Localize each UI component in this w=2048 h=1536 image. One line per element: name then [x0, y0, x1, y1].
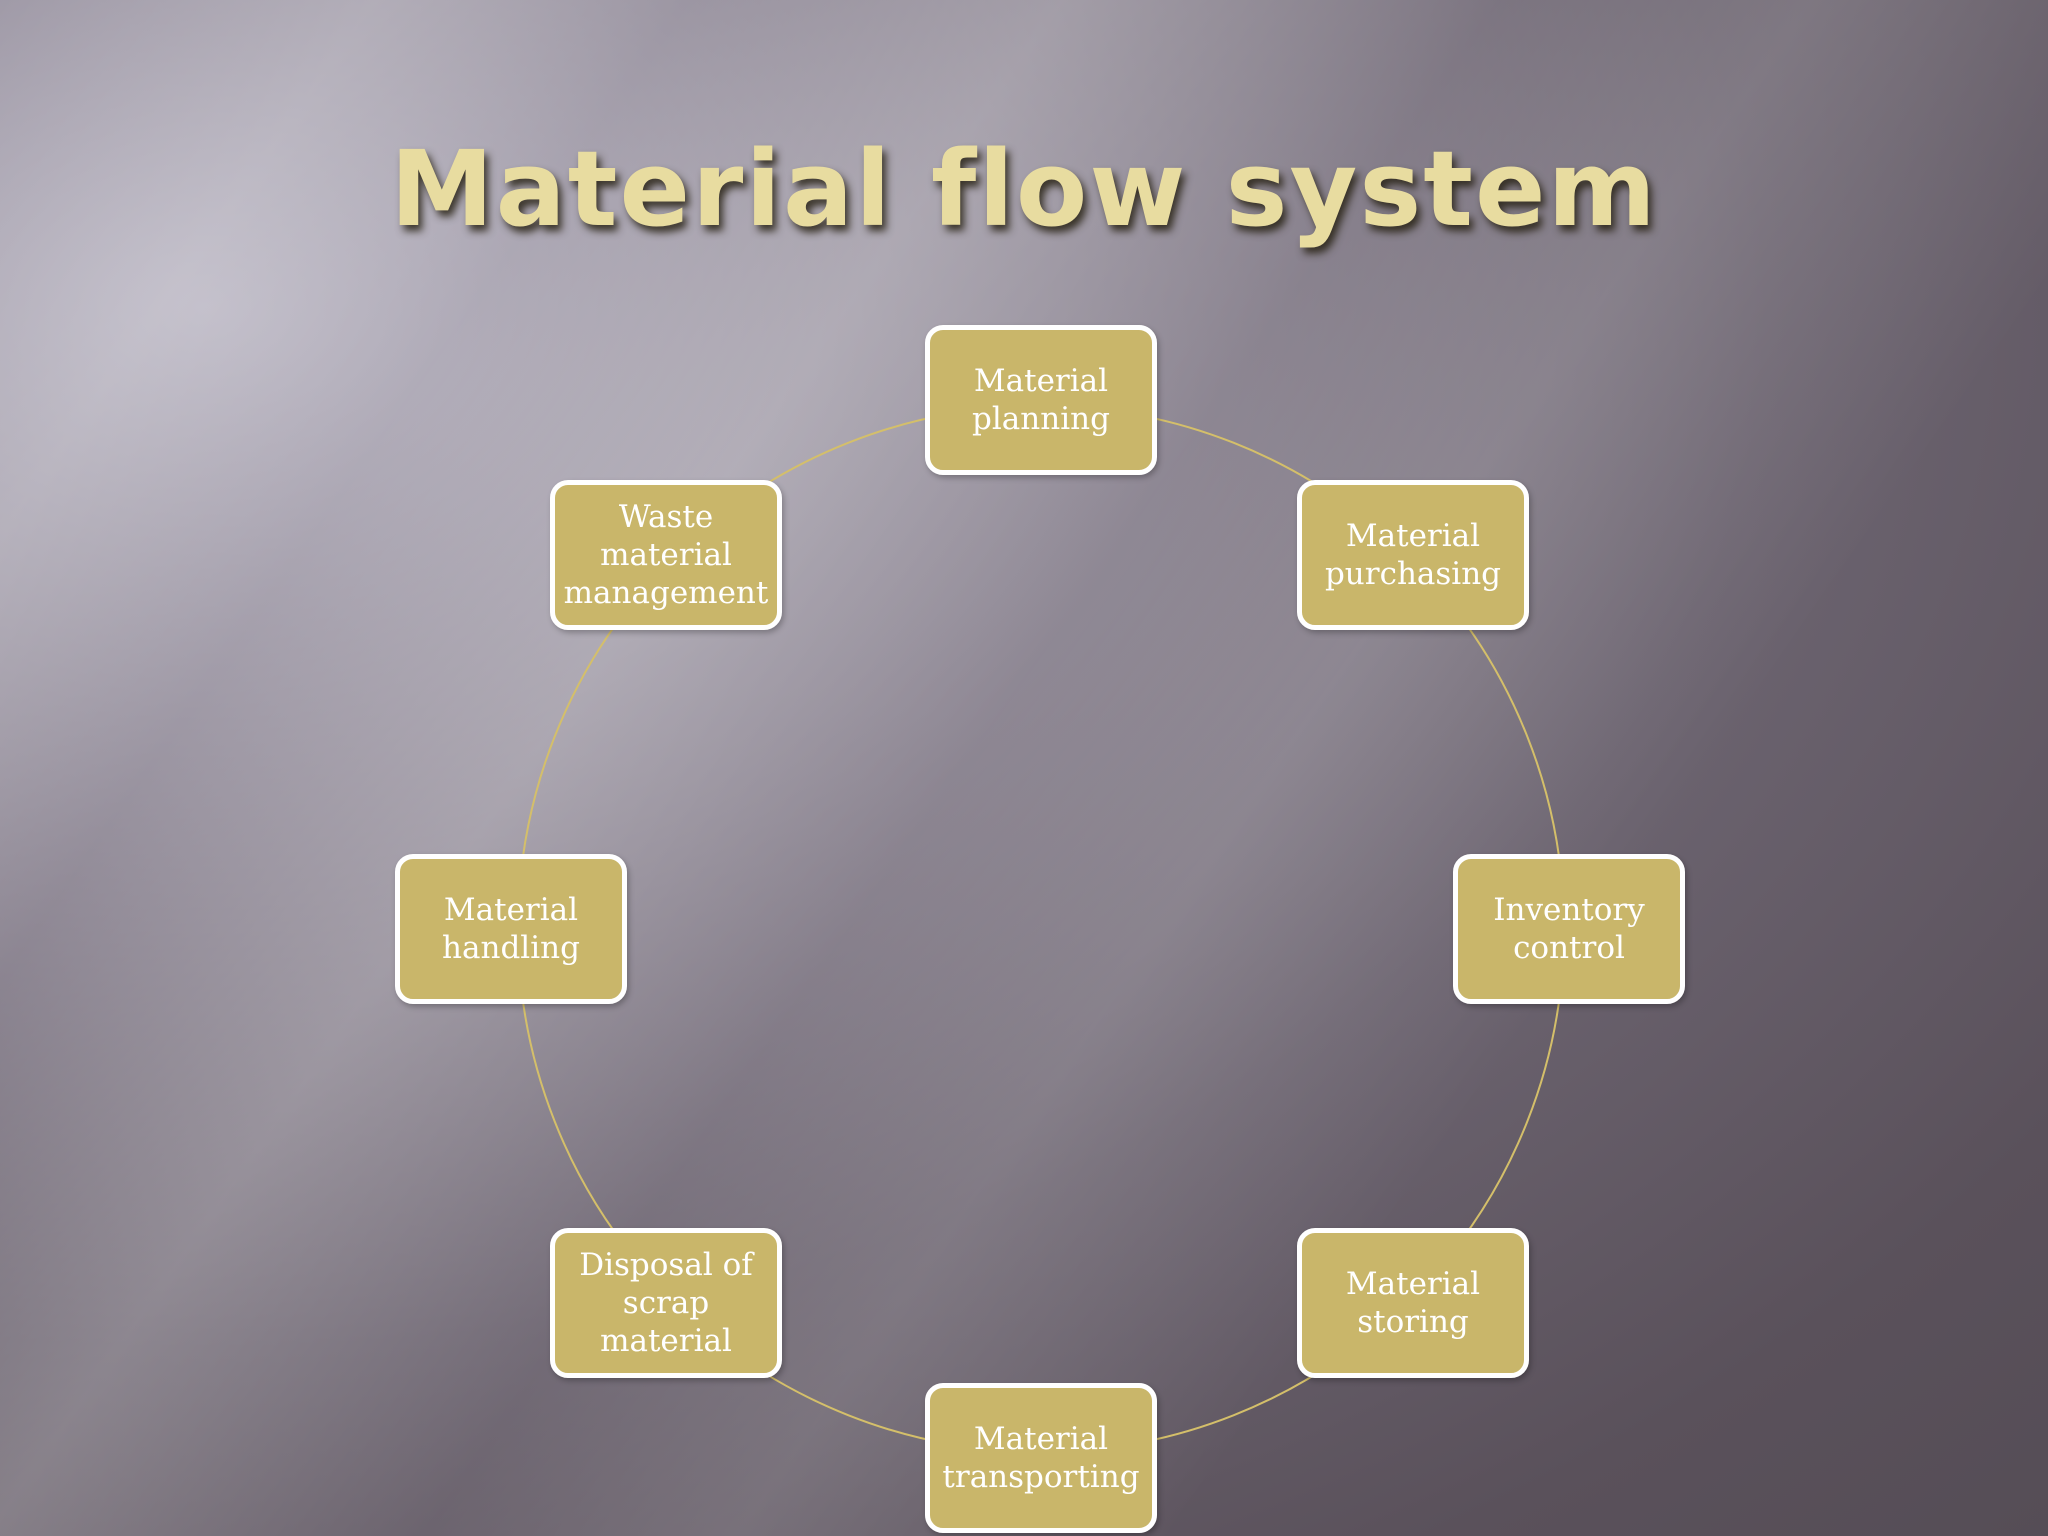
- node-material-handling: Material handling: [395, 854, 627, 1004]
- node-label: Material storing: [1345, 1266, 1481, 1340]
- node-waste-material-management: Waste material management: [550, 480, 782, 630]
- node-label: Inventory control: [1493, 892, 1645, 966]
- node-material-storing: Material storing: [1297, 1228, 1529, 1378]
- node-material-purchasing: Material purchasing: [1297, 480, 1529, 630]
- node-material-transporting: Material transporting: [925, 1383, 1157, 1533]
- node-label: Material planning: [972, 363, 1110, 437]
- node-label: Disposal of scrap material: [579, 1247, 753, 1359]
- node-material-planning: Material planning: [925, 325, 1157, 475]
- node-label: Material transporting: [942, 1421, 1140, 1495]
- node-inventory-control: Inventory control: [1453, 854, 1685, 1004]
- node-label: Material handling: [442, 892, 580, 966]
- node-disposal-of-scrap-material: Disposal of scrap material: [550, 1228, 782, 1378]
- node-label: Material purchasing: [1324, 518, 1502, 592]
- slide-title: Material flow system: [390, 128, 1658, 250]
- node-label: Waste material management: [563, 499, 769, 611]
